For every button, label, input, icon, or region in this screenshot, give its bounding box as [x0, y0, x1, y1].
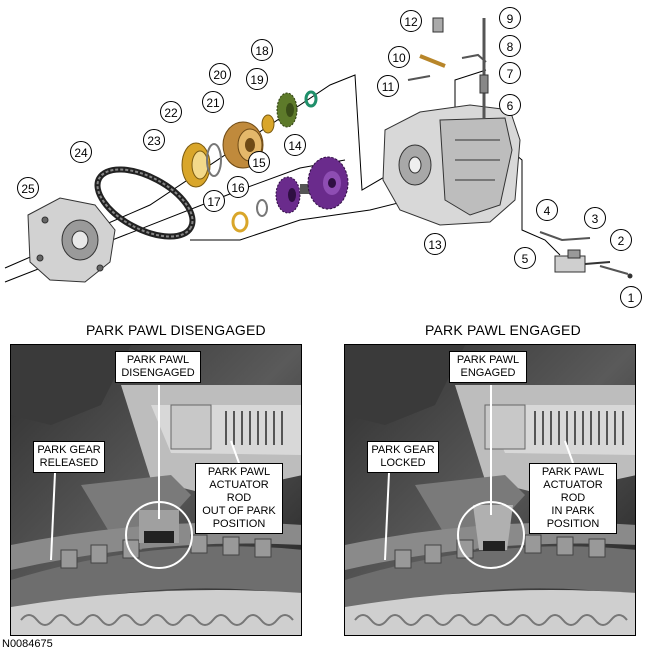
label-gear-released: PARK GEAR RELEASED: [33, 441, 105, 473]
pin: [419, 54, 446, 68]
panel-title-disengaged: PARK PAWL DISENGAGED: [86, 322, 266, 338]
callout-21: 21: [202, 91, 224, 113]
callout-23: 23: [143, 129, 165, 151]
callout-6: 6: [499, 94, 521, 116]
callout-7: 7: [499, 62, 521, 84]
callout-11: 11: [377, 75, 399, 97]
callout-14: 14: [284, 134, 306, 156]
callout-5: 5: [514, 247, 536, 269]
callout-1: 1: [620, 286, 642, 308]
sensor-assembly: [554, 249, 611, 273]
callout-22: 22: [160, 101, 182, 123]
callout-12: 12: [400, 10, 422, 32]
callout-18: 18: [251, 39, 273, 61]
teal-ring: [304, 90, 318, 108]
small-snap-ring: [256, 199, 268, 217]
callout-10: 10: [388, 46, 410, 68]
figure-id: N0084675: [2, 638, 53, 650]
callout-25: 25: [17, 177, 39, 199]
label-pawl-engaged: PARK PAWL ENGAGED: [449, 351, 527, 383]
callout-15: 15: [248, 151, 270, 173]
bell-housing: [27, 197, 116, 283]
snap-ring: [206, 143, 222, 177]
label-rod-in-park: PARK PAWL ACTUATOR ROD IN PARK POSITION: [529, 463, 617, 534]
label-pawl-disengaged: PARK PAWL DISENGAGED: [115, 351, 201, 383]
callout-24: 24: [70, 141, 92, 163]
callout-17: 17: [203, 190, 225, 212]
label-gear-locked: PARK GEAR LOCKED: [367, 441, 439, 473]
transaxle-case: [382, 104, 521, 226]
callout-8: 8: [499, 35, 521, 57]
callout-13: 13: [424, 233, 446, 255]
panel-title-engaged: PARK PAWL ENGAGED: [425, 322, 581, 338]
callout-9: 9: [499, 7, 521, 29]
callout-16: 16: [227, 176, 249, 198]
gold-sprocket: [181, 142, 211, 188]
large-purple-gear: [300, 156, 349, 210]
green-gear: [276, 92, 298, 128]
callout-2: 2: [610, 229, 632, 251]
callout-19: 19: [246, 68, 268, 90]
drive-chain: [94, 166, 196, 240]
callout-20: 20: [209, 63, 231, 85]
bearing: [261, 114, 275, 134]
callout-4: 4: [536, 199, 558, 221]
photo-engaged: PARK PAWL ENGAGED PARK GEAR LOCKED PARK …: [344, 344, 636, 636]
exploded-view-drawing: [4, 17, 633, 283]
label-rod-out-of-park: PARK PAWL ACTUATOR ROD OUT OF PARK POSIT…: [195, 463, 283, 534]
small-purple-gear: [275, 176, 301, 214]
gold-washer: [231, 211, 249, 233]
callout-3: 3: [584, 207, 606, 229]
photo-disengaged: PARK PAWL DISENGAGED PARK GEAR RELEASED …: [10, 344, 302, 636]
